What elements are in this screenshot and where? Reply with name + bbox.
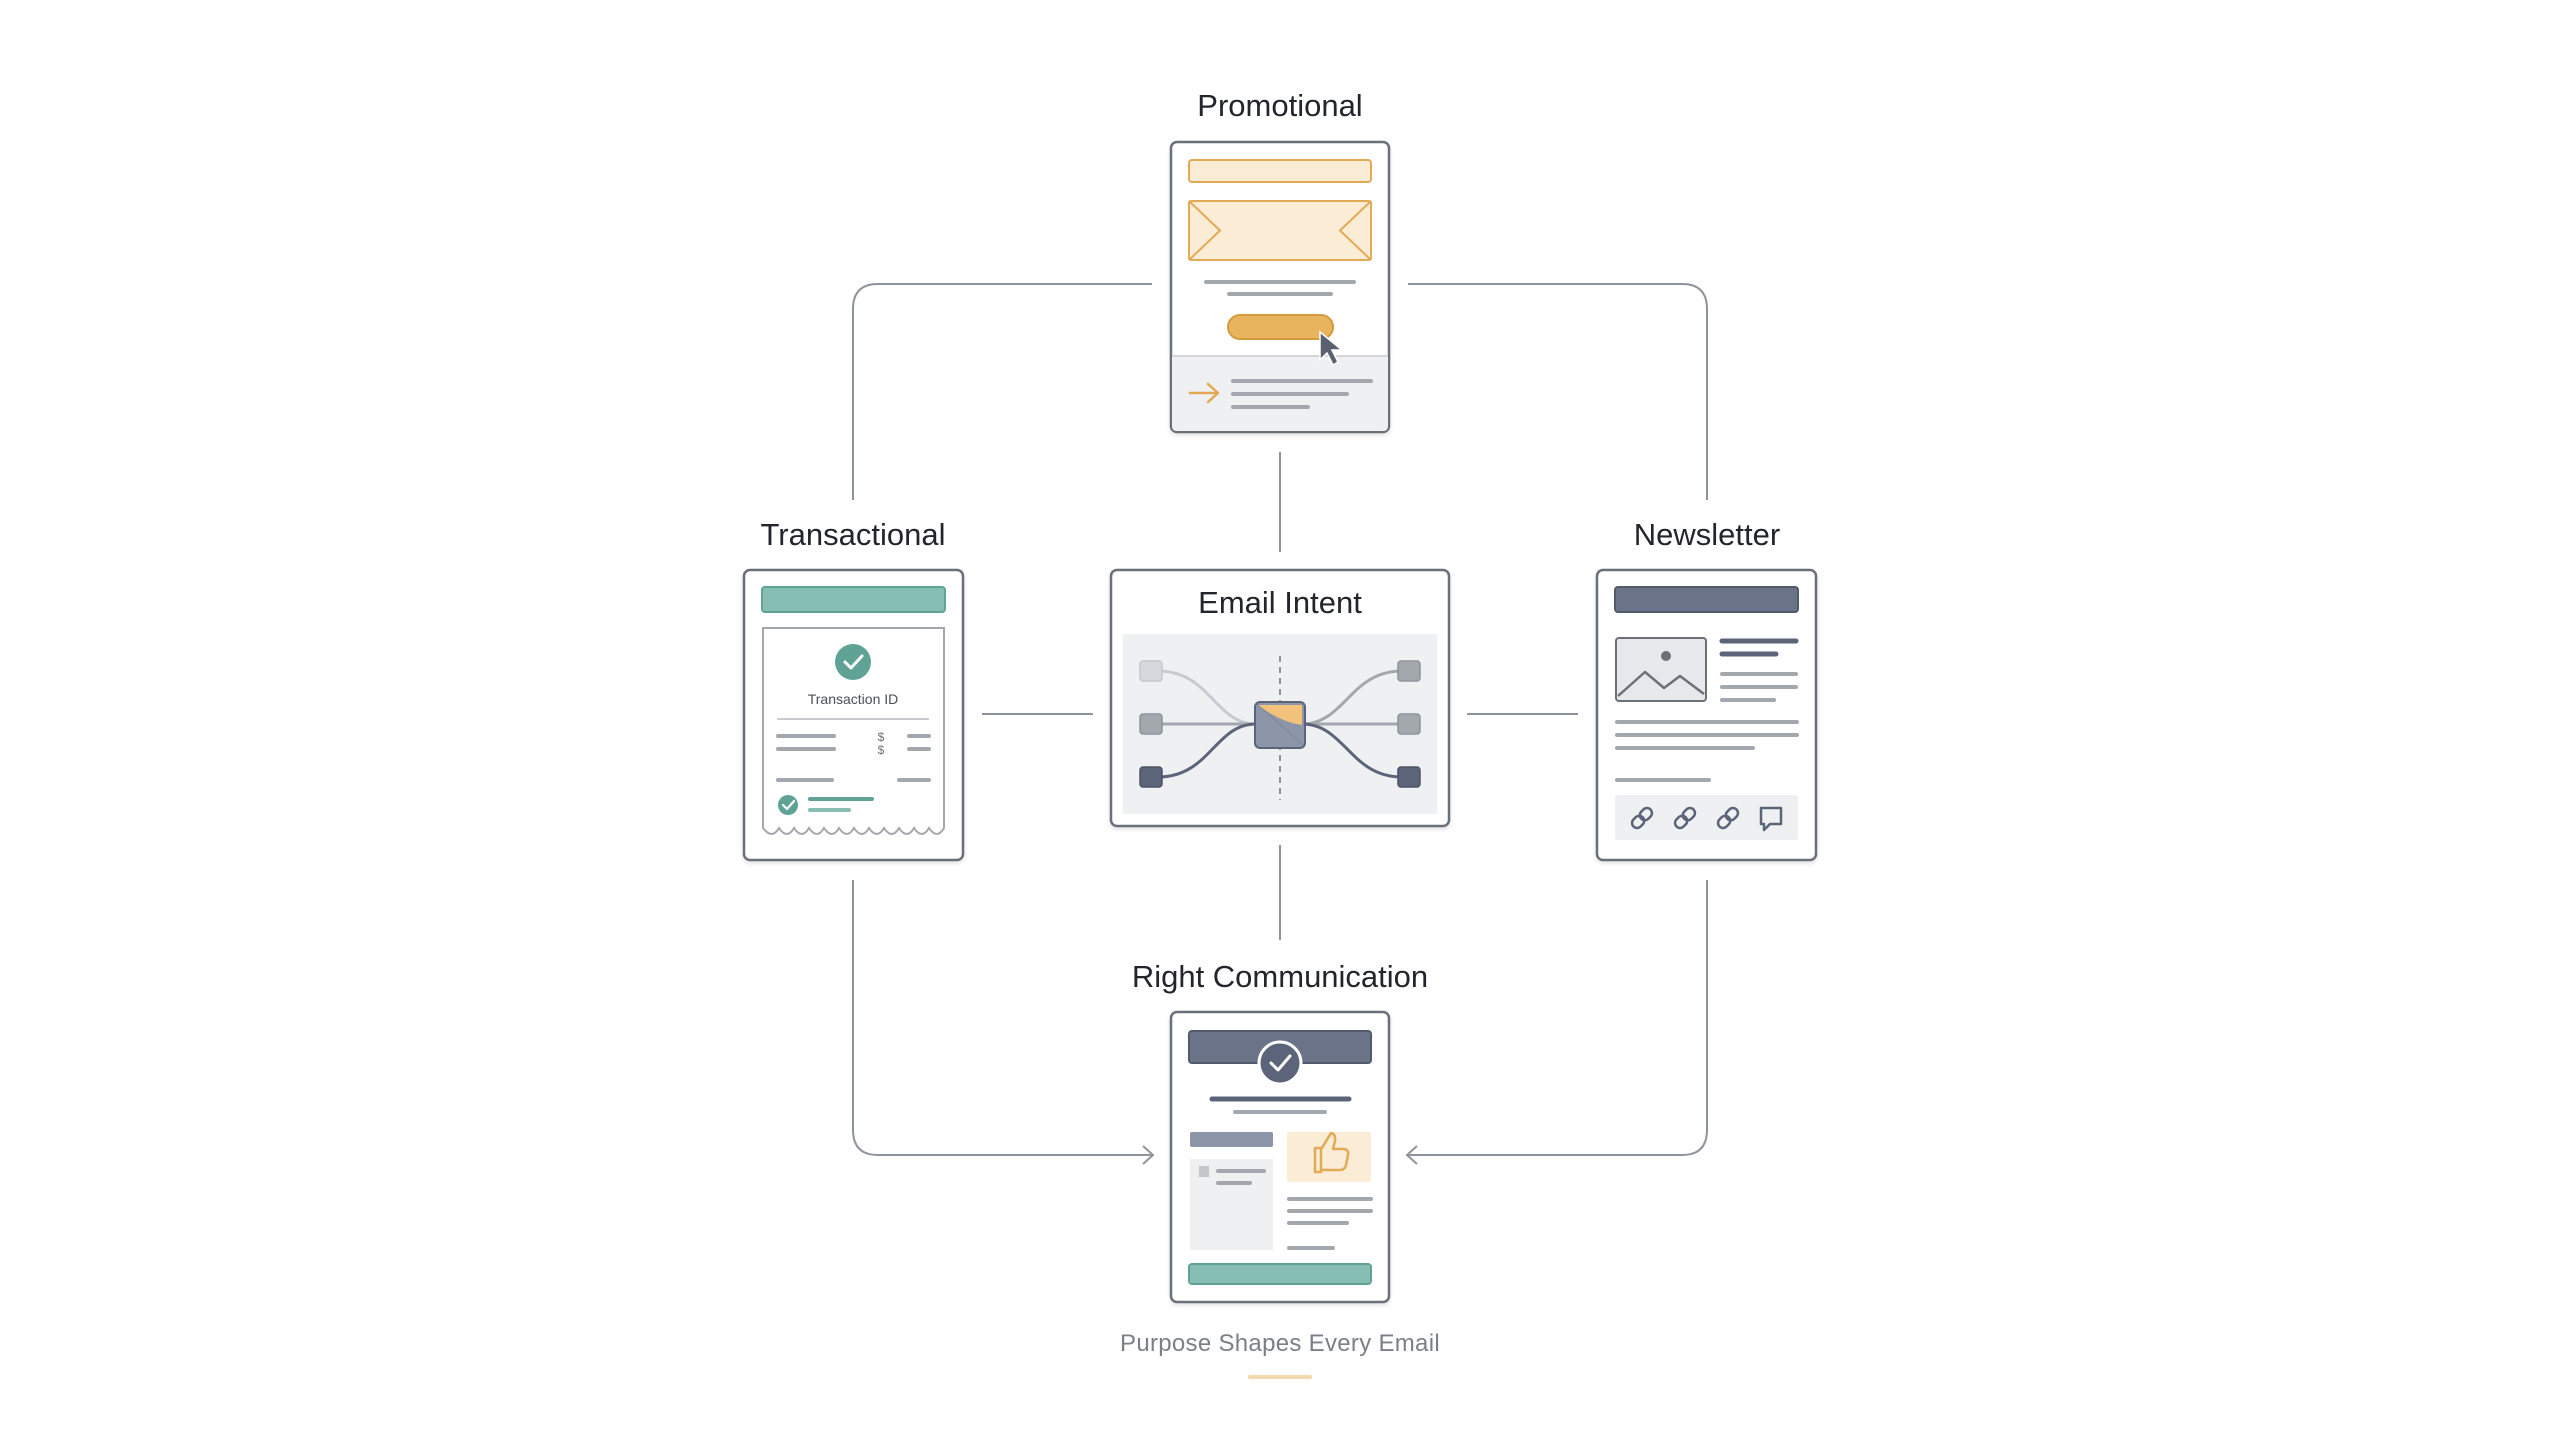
transactional-header-bar (761, 586, 946, 613)
connector-promotional-newsletter (1408, 283, 1708, 500)
connectors (852, 283, 1708, 1165)
node-right-communication: Right Communication (1132, 959, 1428, 1304)
transactional-title: Transactional (761, 517, 946, 552)
email-intent-title: Email Intent (1198, 585, 1362, 620)
cursor-icon (1319, 330, 1345, 367)
promo-header-bar (1188, 159, 1372, 183)
promotional-title: Promotional (1197, 88, 1362, 123)
arrowhead-left-icon (1142, 1145, 1155, 1165)
result-footer-bar (1188, 1263, 1372, 1285)
link-icon (1716, 806, 1740, 830)
link-icon (1673, 806, 1697, 830)
node-transactional: Transactional Transaction ID $ $ (742, 517, 965, 862)
newsletter-header-bar (1614, 586, 1799, 613)
small-check-icon (778, 795, 798, 815)
comment-icon (1759, 806, 1783, 832)
connector-newsletter-result (1408, 880, 1708, 1156)
check-circle-icon (835, 644, 871, 680)
right-communication-title: Right Communication (1132, 959, 1428, 994)
connector-promotional-transactional (852, 283, 1152, 500)
dollar-sign-icon: $ (878, 730, 885, 744)
promo-cta-button (1227, 314, 1334, 340)
thumbs-up-icon (1313, 1131, 1350, 1174)
router-curves (1157, 669, 1403, 779)
link-icon (1630, 806, 1654, 830)
arrow-right-icon (1188, 382, 1220, 404)
node-email-intent: Email Intent (1109, 568, 1451, 828)
image-placeholder-icon (1615, 637, 1707, 702)
router-hub-icon (1254, 701, 1306, 749)
dollar-sign-icon: $ (878, 743, 885, 757)
newsletter-title: Newsletter (1634, 517, 1780, 552)
arrowhead-right-icon (1405, 1145, 1418, 1165)
footer-caption: Purpose Shapes Every Email (1120, 1330, 1440, 1357)
check-badge-icon (1257, 1040, 1303, 1086)
receipt-paper (762, 627, 945, 835)
envelope-icon (1188, 200, 1372, 261)
node-newsletter: Newsletter (1595, 517, 1818, 862)
node-promotional: Promotional (1169, 88, 1391, 434)
newsletter-footer-toolbar (1615, 795, 1798, 840)
transaction-id-label: Transaction ID (808, 691, 899, 707)
connector-transactional-result (852, 880, 1152, 1156)
